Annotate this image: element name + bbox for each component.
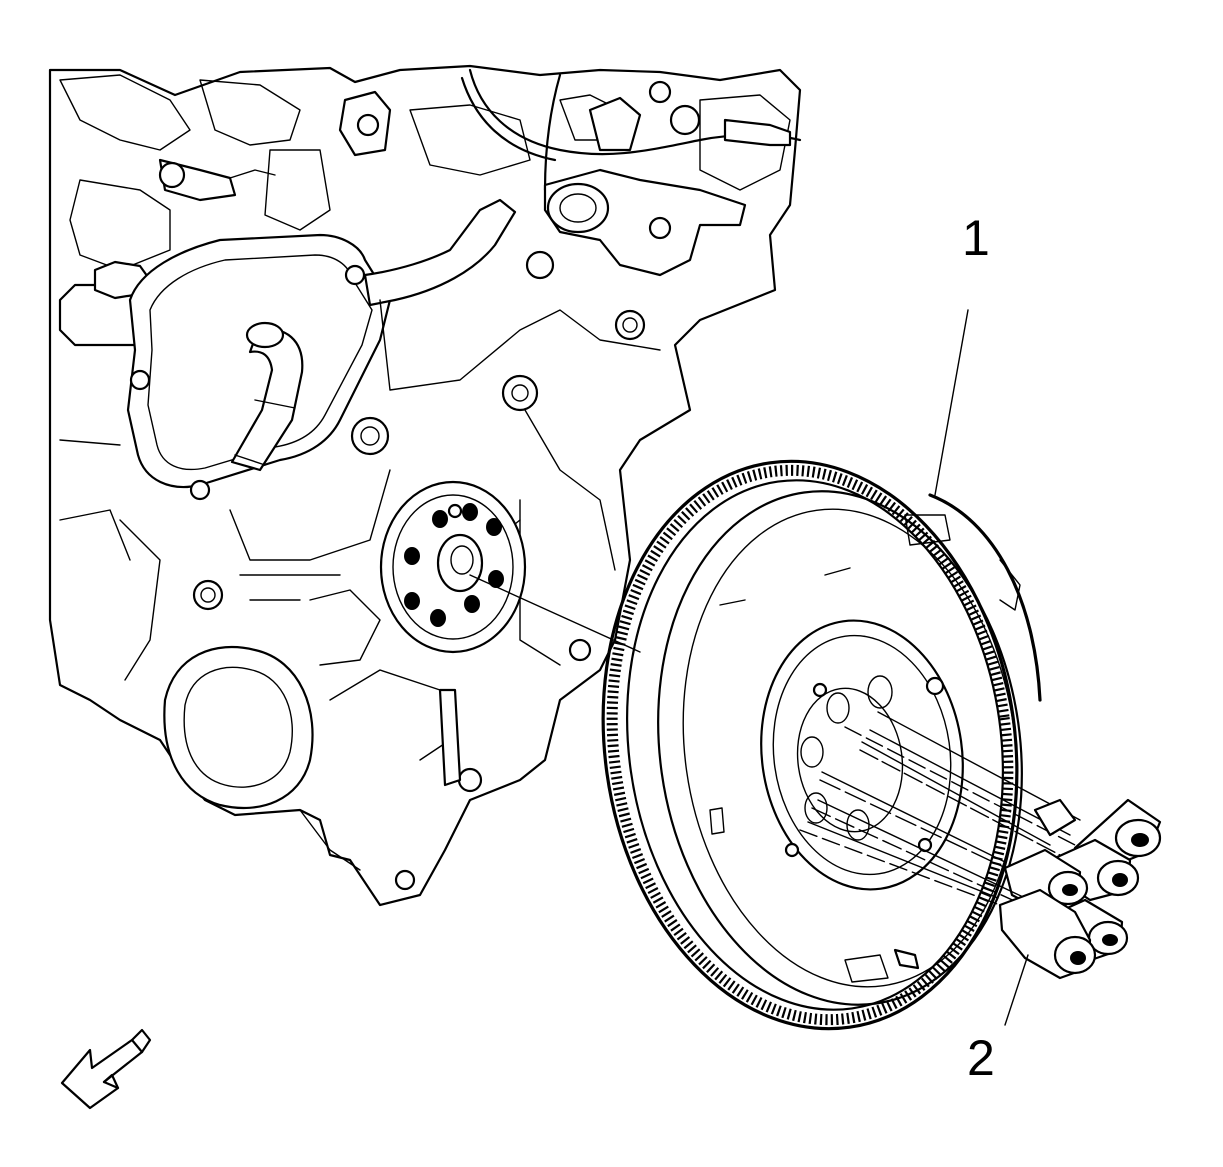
crankshaft-bolt-holes xyxy=(404,503,504,627)
flywheel-bolt xyxy=(811,799,1129,964)
callout-1-label: 1 xyxy=(962,210,990,266)
view-direction-arrow-icon xyxy=(60,1028,152,1110)
callout-1-leader xyxy=(934,309,969,496)
callout-2-label: 2 xyxy=(967,1030,995,1086)
flywheel-ring-gear xyxy=(601,459,1019,1031)
flywheel-bolt xyxy=(819,771,1089,914)
ring-gear-teeth xyxy=(606,464,1014,1026)
flywheel-bolts xyxy=(799,711,1162,980)
flywheel-bolt xyxy=(859,741,1140,902)
callout-2: 2 xyxy=(967,954,1029,1086)
engine-block xyxy=(48,64,802,907)
flywheel-bolt xyxy=(799,821,1097,980)
callout-1: 1 xyxy=(934,210,990,496)
flywheel xyxy=(601,459,1042,1031)
callout-2-leader xyxy=(1004,954,1029,1026)
